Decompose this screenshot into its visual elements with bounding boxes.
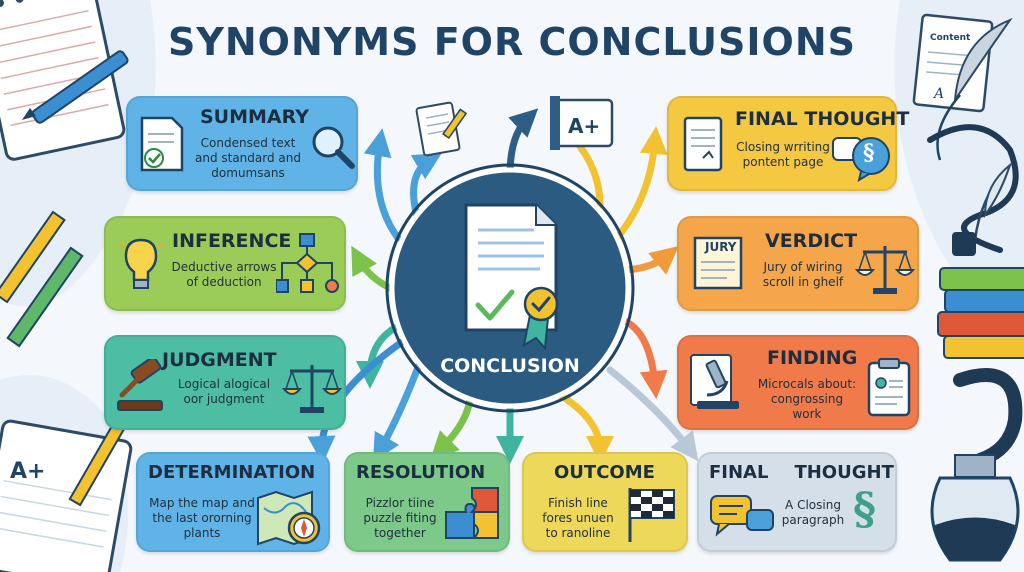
ink-bottle-icon	[930, 368, 1023, 562]
card-title: RESOLUTION	[356, 462, 486, 483]
speech-bubbles-icon	[710, 495, 774, 537]
jury-scroll-icon	[693, 236, 743, 290]
jury-label: JURY	[705, 240, 737, 254]
clipboard-icon	[867, 358, 911, 417]
inkwell-icon	[952, 162, 1013, 256]
page-title: SYNONYMS FOR CONCLUSIONS	[167, 20, 857, 64]
card-title: JUDGMENT	[162, 349, 277, 371]
map-compass-icon	[257, 490, 321, 546]
card-title: INFERENCE	[172, 230, 292, 252]
books-icon	[937, 267, 1024, 359]
scales-icon	[855, 246, 915, 294]
document-check-icon	[140, 116, 184, 172]
grade-card-text: A+	[568, 114, 600, 138]
grade-notebook-icon	[0, 419, 133, 572]
quill-icon	[936, 17, 1013, 161]
lightbulb-icon	[119, 238, 163, 289]
gavel-icon	[117, 359, 163, 411]
card-title: SUMMARY	[200, 106, 309, 128]
section-icon: §	[863, 140, 875, 166]
center-label: CONCLUSION	[440, 355, 580, 377]
card-title: OUTCOME	[554, 462, 655, 483]
card-title: FINDING	[767, 347, 858, 369]
card-title: VERDICT	[765, 230, 858, 252]
puzzle-icon	[445, 487, 499, 539]
scales-icon	[282, 365, 342, 413]
grade-notebook-text: A+	[10, 459, 45, 484]
signature-mark: A	[932, 86, 944, 102]
flowchart-icon	[276, 233, 339, 293]
checkered-flag-icon	[628, 488, 675, 542]
card-title: FINAL THOUGHT	[735, 108, 910, 130]
signed-document-icon	[912, 13, 994, 113]
grade-card-icon	[550, 96, 614, 150]
ink-swirl	[927, 124, 1019, 253]
scroll-icon	[683, 116, 723, 172]
content-label: Content	[930, 33, 971, 43]
document-pen-icon	[415, 101, 468, 157]
microscope-icon	[690, 354, 739, 409]
magnifier-icon	[312, 126, 355, 169]
certificate-icon	[464, 203, 559, 351]
pencils-icon	[0, 210, 84, 348]
section-icon: §	[853, 484, 877, 535]
card-title: DETERMINATION	[148, 462, 316, 483]
pen-icon	[22, 50, 129, 124]
chat-section-icon	[832, 137, 890, 182]
